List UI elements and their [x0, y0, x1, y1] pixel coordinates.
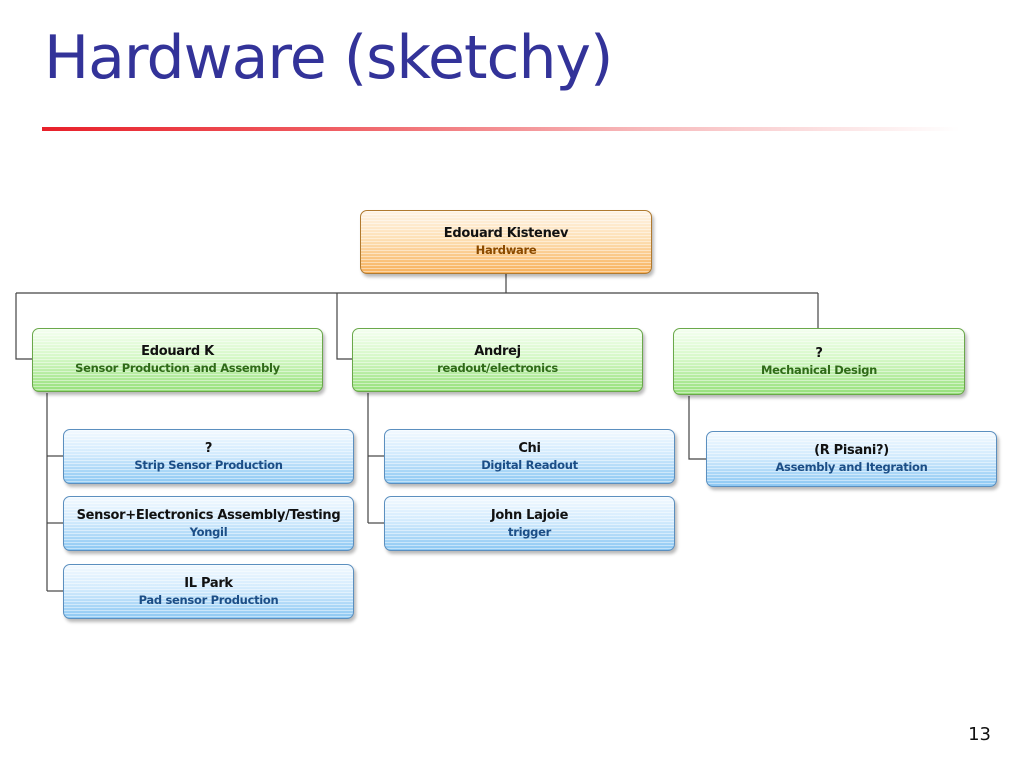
org-node-member-trigger: John Lajoie trigger — [384, 496, 675, 551]
org-node-member-assembly-integration: (R Pisani?) Assembly and Itegration — [706, 431, 997, 487]
node-role: Pad sensor Production — [138, 592, 279, 607]
title-divider — [42, 127, 960, 131]
node-role: Yongil — [189, 524, 228, 539]
slide-title: Hardware (sketchy) — [44, 23, 613, 93]
node-name: Chi — [518, 440, 541, 456]
org-node-member-digital-readout: Chi Digital Readout — [384, 429, 675, 484]
node-name: IL Park — [184, 575, 233, 591]
org-node-member-pad-sensor: IL Park Pad sensor Production — [63, 564, 354, 619]
node-name: Edouard K — [141, 344, 214, 360]
connector-lead-2 — [336, 293, 352, 360]
node-role: Mechanical Design — [760, 362, 878, 377]
org-node-root: Edouard Kistenev Hardware — [360, 210, 652, 274]
node-name: (R Pisani?) — [814, 443, 889, 459]
node-role: trigger — [508, 524, 551, 539]
node-name: Andrej — [474, 344, 521, 360]
org-node-lead-mechanical: ? Mechanical Design — [673, 328, 965, 395]
page-number: 13 — [968, 724, 991, 745]
connector-g3-m1 — [688, 396, 706, 460]
node-name: Edouard Kistenev — [443, 226, 569, 242]
connector-lead-1 — [15, 293, 32, 360]
node-name: John Lajoie — [490, 507, 569, 523]
org-node-member-strip-sensor: ? Strip Sensor Production — [63, 429, 354, 484]
org-node-lead-readout: Andrej readout/electronics — [352, 328, 643, 392]
node-role: Hardware — [475, 243, 537, 258]
org-node-lead-sensor: Edouard K Sensor Production and Assembly — [32, 328, 323, 392]
org-node-member-assembly-testing: Sensor+Electronics Assembly/Testing Yong… — [63, 496, 354, 551]
node-role: Assembly and Itegration — [775, 460, 928, 475]
node-name: Sensor+Electronics Assembly/Testing — [76, 507, 341, 523]
node-name: ? — [815, 345, 823, 361]
node-role: Digital Readout — [481, 457, 578, 472]
node-role: Strip Sensor Production — [134, 457, 283, 472]
node-name: ? — [204, 440, 213, 456]
node-role: Sensor Production and Assembly — [75, 361, 280, 376]
node-role: readout/electronics — [437, 361, 558, 376]
